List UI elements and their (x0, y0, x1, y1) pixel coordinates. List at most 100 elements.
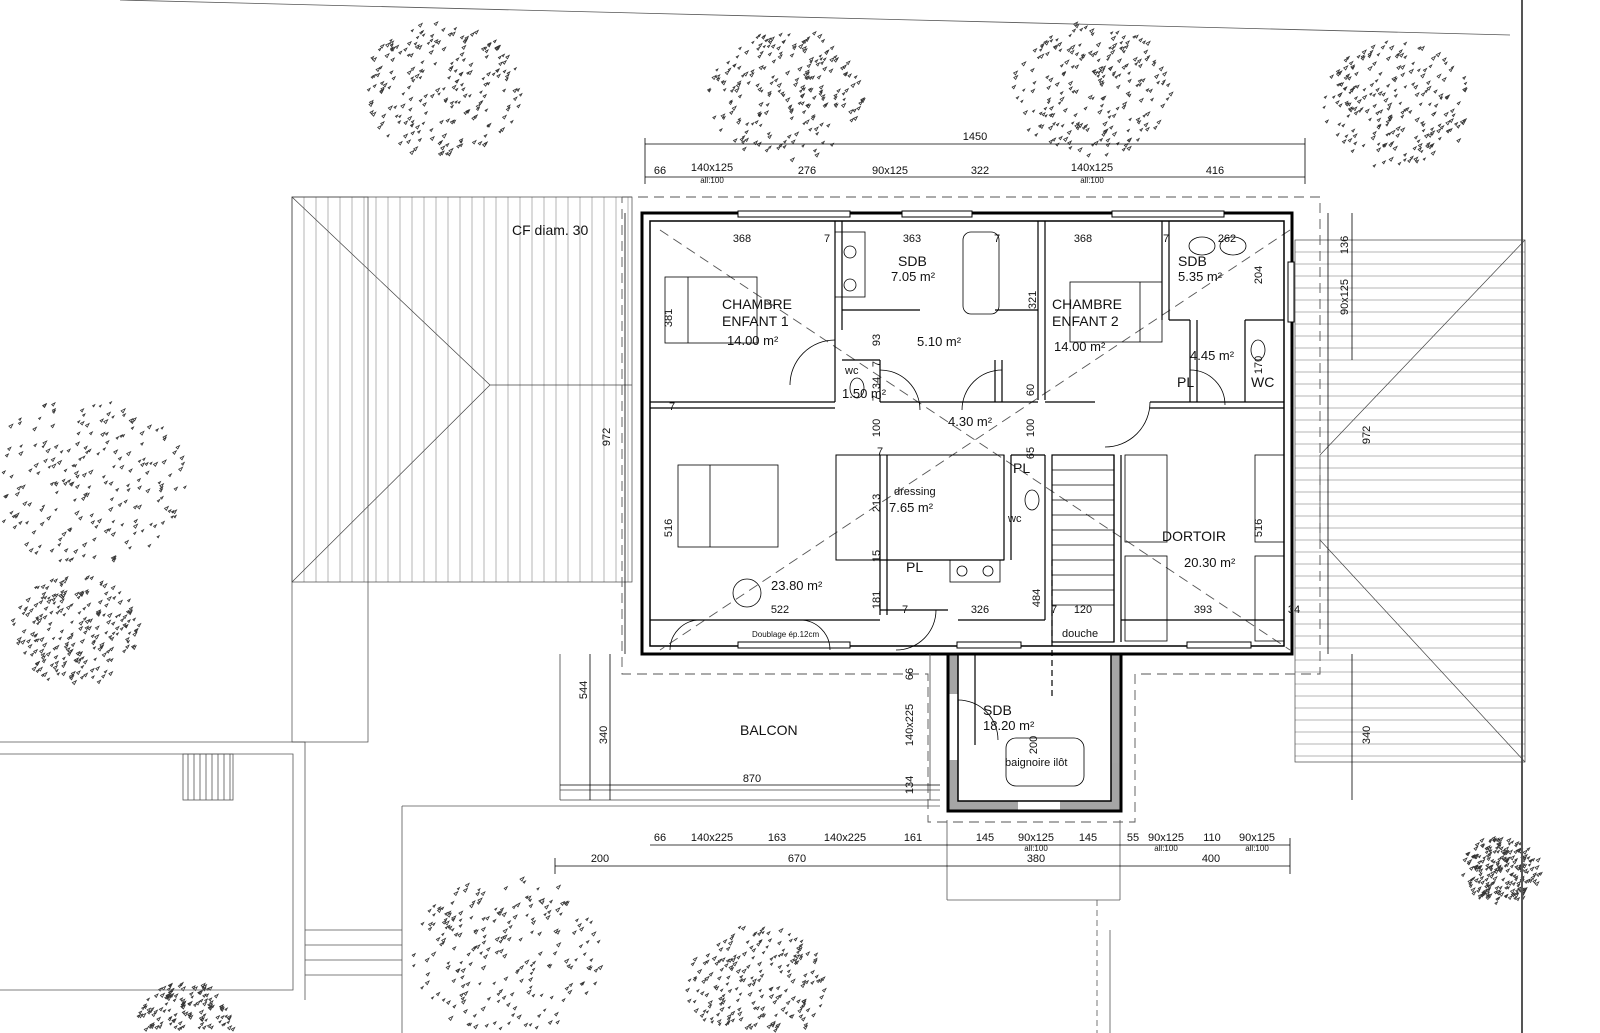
dim-bottom-window-5-sub: all:100 (1245, 844, 1269, 853)
dim-bottom-window-5: 90x125 (1239, 832, 1275, 844)
dim-15: 15 (871, 550, 883, 562)
dim-516b: 516 (1253, 519, 1265, 537)
roof-outline (621, 196, 1321, 823)
room-dressing-area: 7.65 m² (889, 500, 934, 515)
chimney-label: CF diam. 30 (512, 222, 588, 238)
tree-foliage (1, 21, 1543, 1033)
room-dortoir-name: DORTOIR (1162, 528, 1226, 544)
dim-326: 326 (971, 604, 989, 616)
room-sdb-3-name: SDB (983, 702, 1012, 718)
dim-213: 213 (871, 494, 883, 512)
room-wc-dressing: wc (1007, 513, 1022, 525)
dim-bottom-window-2: 140x225 (824, 832, 866, 844)
dim-120: 120 (1074, 604, 1092, 616)
dim-bottom-66: 66 (654, 832, 666, 844)
room-corridor-area: 4.30 m² (948, 414, 993, 429)
dim-393: 393 (1194, 604, 1212, 616)
room-sdb-1-name: SDB (898, 253, 927, 269)
dim-bottom-55: 55 (1127, 832, 1139, 844)
room-wc-small-area: 1.50 m² (842, 386, 887, 401)
dim-bottom-110: 110 (1203, 832, 1221, 844)
dim-bottom-window-4: 90x125 (1148, 832, 1184, 844)
room-pl-bottom: PL (906, 559, 923, 575)
dim-bottom-670: 670 (788, 853, 806, 865)
dim-7h: 7 (902, 604, 908, 616)
room-sdb-2-area: 5.35 m² (1178, 269, 1223, 284)
dim-972-left: 972 (601, 428, 613, 446)
dim-bottom-window-4-sub: all:100 (1154, 844, 1178, 853)
dim-90x125-side: 90x125 (1339, 279, 1351, 315)
dim-bottom-window-3: 90x125 (1018, 832, 1054, 844)
room-dortoir-area: 20.30 m² (1184, 555, 1236, 570)
dim-bottom-400: 400 (1202, 853, 1220, 865)
dim-bottom-380: 380 (1027, 853, 1045, 865)
room-chambre-2-line1: CHAMBRE (1052, 296, 1122, 312)
note-doublage: Doublage ép.12cm (752, 630, 819, 639)
dim-340-right: 340 (1361, 726, 1373, 744)
dim-bottom-window-3-sub: all:100 (1024, 844, 1048, 853)
dim-top-322: 322 (971, 165, 989, 177)
dim-368b: 368 (1074, 233, 1092, 245)
dim-bottom-200: 200 (591, 853, 609, 865)
dim-bottom-145b: 145 (1079, 832, 1097, 844)
dim-93: 93 (871, 334, 883, 346)
fixtures (664, 231, 1285, 787)
dim-870: 870 (743, 773, 761, 785)
dim-top-66: 66 (654, 165, 666, 177)
room-sdb-2-name: SDB (1178, 253, 1207, 269)
room-wc-right-name: WC (1251, 374, 1274, 390)
dim-top-window-3-sub: all:100 (1080, 176, 1104, 185)
dim-7i: 7 (1051, 604, 1057, 616)
dim-top-window-1-sub: all:100 (700, 176, 724, 185)
dim-100a: 100 (871, 419, 883, 437)
room-douche: douche (1062, 628, 1098, 640)
dim-544: 544 (578, 681, 590, 699)
dim-363: 363 (903, 233, 921, 245)
dim-134: 134 (904, 776, 916, 794)
dim-34: 34 (871, 377, 883, 389)
dim-top-window-3: 140x125 (1071, 162, 1113, 174)
room-pl-mid: PL (1013, 460, 1030, 476)
room-pl-right: PL (1177, 374, 1194, 390)
dim-top-276: 276 (798, 165, 816, 177)
dim-bottom-145a: 145 (976, 832, 994, 844)
dim-bottom-163: 163 (768, 832, 786, 844)
room-hall-right-area: 4.45 m² (1190, 348, 1235, 363)
dim-516a: 516 (663, 519, 675, 537)
room-wc-small-name: wc (844, 365, 859, 377)
dim-368a: 368 (733, 233, 751, 245)
fixture-baignoire: baignoire ilôt (1005, 757, 1067, 769)
roof-left (291, 196, 633, 743)
dim-181: 181 (871, 591, 883, 609)
dim-262: 262 (1218, 233, 1236, 245)
dim-7f: 7 (669, 401, 675, 413)
site-lines (0, 0, 1523, 1033)
dim-60: 60 (1025, 384, 1037, 396)
dim-484: 484 (1031, 589, 1043, 607)
room-chambre-1-line1: CHAMBRE (722, 296, 792, 312)
dim-7a: 7 (824, 233, 830, 245)
room-sdb-3-area: 18.20 m² (983, 718, 1035, 733)
dim-7g: 7 (877, 446, 883, 458)
room-chambre-1-line2: ENFANT 1 (722, 313, 789, 329)
dim-204: 204 (1253, 266, 1265, 284)
dim-top-window-1: 140x125 (691, 162, 733, 174)
dim-bottom-161: 161 (904, 832, 922, 844)
dim-136: 136 (1339, 236, 1351, 254)
dim-34b: 34 (1288, 604, 1300, 616)
dim-7d: 7 (871, 361, 883, 367)
windows (737, 210, 1295, 649)
room-chambre-1-area: 14.00 m² (727, 333, 779, 348)
dim-65: 65 (1025, 447, 1037, 459)
dim-170: 170 (1253, 356, 1265, 374)
dim-7e: 7 (871, 395, 883, 401)
room-hall-top-area: 5.10 m² (917, 334, 962, 349)
room-dressing-name: dressing (894, 486, 936, 498)
dim-66v: 66 (904, 668, 916, 680)
dim-bottom-window-1: 140x225 (691, 832, 733, 844)
dimension-lines (554, 138, 1353, 874)
room-chambre-2-area: 14.00 m² (1054, 339, 1106, 354)
area-balcon: BALCON (740, 722, 798, 738)
wall-hatch (948, 654, 1121, 811)
